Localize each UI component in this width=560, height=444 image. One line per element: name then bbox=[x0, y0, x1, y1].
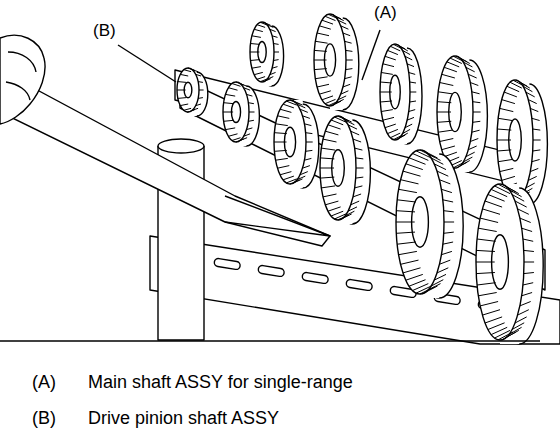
gear-teeth bbox=[437, 56, 481, 168]
plate-slot bbox=[346, 279, 373, 291]
gear-teeth bbox=[380, 44, 416, 139]
part-name: Drive pinion shaft ASSY bbox=[88, 409, 279, 429]
gear-teeth bbox=[274, 100, 313, 184]
gear bbox=[320, 116, 370, 224]
gears bbox=[177, 14, 547, 344]
leader-line bbox=[118, 45, 176, 82]
gear-teeth bbox=[314, 14, 353, 105]
screwdriver-blade bbox=[225, 196, 330, 236]
gear bbox=[250, 22, 284, 86]
gear bbox=[380, 44, 422, 144]
plate-slots bbox=[214, 258, 505, 312]
caption-key: (A) bbox=[32, 373, 56, 393]
gear bbox=[396, 150, 463, 298]
screwdriver bbox=[0, 70, 330, 246]
leader-line bbox=[362, 30, 380, 80]
hand-fingers bbox=[6, 52, 36, 100]
part-name: Main shaft ASSY for single-range bbox=[88, 373, 353, 393]
gear-teeth bbox=[320, 116, 364, 220]
gear-teeth bbox=[177, 68, 204, 112]
hand bbox=[0, 35, 45, 124]
gear-teeth bbox=[250, 22, 279, 81]
callout-letter: (B) bbox=[91, 22, 118, 41]
gear bbox=[437, 56, 487, 172]
gear bbox=[476, 184, 543, 344]
gear bbox=[177, 68, 208, 116]
caption-key: (B) bbox=[32, 409, 56, 429]
gear bbox=[223, 82, 259, 146]
gear-teeth bbox=[476, 184, 534, 340]
separator-line bbox=[0, 340, 540, 342]
gear-teeth bbox=[396, 150, 454, 294]
plate-slot bbox=[258, 265, 285, 277]
gear bbox=[314, 14, 359, 110]
gear bbox=[274, 100, 319, 188]
gear-teeth bbox=[497, 80, 541, 199]
plate-slot bbox=[214, 258, 241, 270]
plate-slot bbox=[302, 272, 329, 284]
pole-top bbox=[158, 139, 204, 153]
gear-teeth bbox=[223, 82, 255, 142]
callout-letter: (A) bbox=[372, 4, 399, 23]
